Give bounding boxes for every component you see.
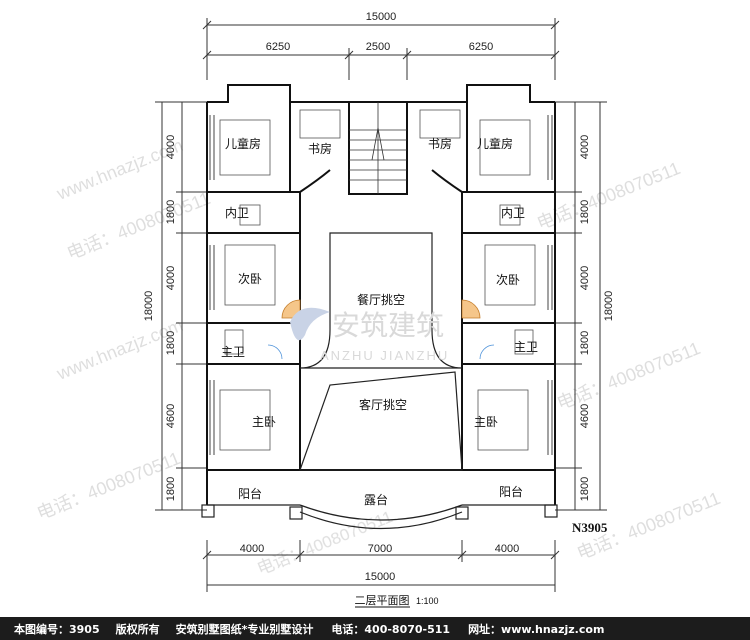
dim-bottom-part: 4000: [240, 543, 264, 555]
dim-left-part: 4000: [165, 266, 177, 290]
room-label-living-void: 客厅挑空: [359, 397, 407, 412]
dim-right-part: 4600: [579, 404, 591, 428]
room-label-master-bath-left: 主卫: [221, 345, 245, 359]
room-label-study-right: 书房: [428, 136, 452, 151]
room-label-master-left: 主卧: [252, 415, 276, 429]
plan-title: 二层平面图: [355, 594, 410, 607]
dim-right-part: 4000: [579, 266, 591, 290]
room-label-balcony-left: 阳台: [238, 486, 262, 501]
footer-code-label: 本图编号：3905: [14, 622, 100, 636]
dim-left-part: 1800: [165, 331, 177, 355]
room-label-master-bath-right: 主卫: [514, 340, 538, 354]
stair-treads: [349, 102, 407, 194]
watermark-phone: 电话：4008070511: [64, 188, 213, 264]
dim-left-total: 18000: [143, 291, 155, 322]
watermark-phone: 电话：4008070511: [534, 158, 683, 234]
dim-right-total: 18000: [603, 291, 615, 322]
dim-left-part: 4600: [165, 404, 177, 428]
room-label-balcony-right: 阳台: [499, 484, 523, 499]
room-labels: 儿童房 书房 书房 儿童房 内卫 内卫 次卧 次卧 餐厅挑空 主卫 主卫 客厅挑…: [221, 136, 538, 507]
door-arc: [267, 344, 283, 360]
door-arc: [479, 344, 495, 360]
right-dimensions: [555, 101, 607, 511]
door-arc-left: [281, 299, 301, 319]
footer-bar: 本图编号：3905 版权所有 安筑别墅图纸*专业别墅设计 电话：400-8070…: [0, 617, 750, 640]
brand-name-cn: 安筑建筑: [332, 310, 444, 341]
dim-top-part: 2500: [366, 41, 390, 53]
dim-top-total: 15000: [366, 11, 397, 23]
room-label-terrace: 露台: [364, 492, 388, 507]
top-dimensions: [202, 18, 560, 80]
dim-bottom-part: 7000: [368, 543, 392, 555]
footer-site: 网址：www.hnazjz.com: [468, 622, 605, 636]
dim-bottom-total: 15000: [365, 571, 396, 583]
dim-left-part: 1800: [165, 200, 177, 224]
door-arc-right: [461, 299, 481, 319]
room-label-dining-void: 餐厅挑空: [357, 292, 405, 307]
brand-name-en: ANZHU JIANZHU: [320, 348, 449, 363]
dim-right-part: 4000: [579, 135, 591, 159]
room-label-study-left: 书房: [308, 141, 332, 156]
footer-phone: 电话：400-8070-511: [331, 622, 451, 636]
balcony-terrace: [201, 504, 558, 530]
footer-copyright: 版权所有: [115, 622, 160, 636]
dim-right-part: 1800: [579, 331, 591, 355]
bottom-dimensions: [202, 540, 560, 592]
plan-scale: 1:100: [416, 596, 439, 606]
dim-bottom-part: 4000: [495, 543, 519, 555]
room-label-second-right: 次卧: [496, 273, 520, 287]
dim-right-part: 1800: [579, 477, 591, 501]
dim-left-part: 4000: [165, 135, 177, 159]
dim-top-part: 6250: [469, 41, 493, 53]
dining-void-outline: [299, 232, 463, 369]
dim-top-part: 6250: [266, 41, 290, 53]
watermark-phone: 电话：4008070511: [34, 448, 183, 524]
brand-logo-icon: [290, 307, 330, 341]
plan-code: N3905: [572, 520, 608, 535]
room-label-bath-left: 内卫: [225, 206, 249, 220]
stair-arrow: [371, 127, 385, 161]
left-dimensions: [155, 101, 207, 511]
room-label-second-left: 次卧: [238, 272, 262, 286]
living-void-outline: [299, 371, 463, 471]
room-label-master-right: 主卧: [474, 415, 498, 429]
furniture: [219, 109, 536, 451]
room-label-kids-right: 儿童房: [477, 136, 513, 151]
footer-slogan: 安筑别墅图纸*专业别墅设计: [175, 622, 314, 636]
brand-watermark: 安筑建筑 ANZHU JIANZHU: [290, 307, 449, 363]
room-label-kids-left: 儿童房: [225, 136, 261, 151]
dim-left-part: 1800: [165, 477, 177, 501]
watermark-phone: 电话：4008070511: [554, 338, 703, 414]
windows: [209, 115, 553, 455]
dim-right-part: 1800: [579, 200, 591, 224]
room-label-bath-right: 内卫: [501, 206, 525, 220]
